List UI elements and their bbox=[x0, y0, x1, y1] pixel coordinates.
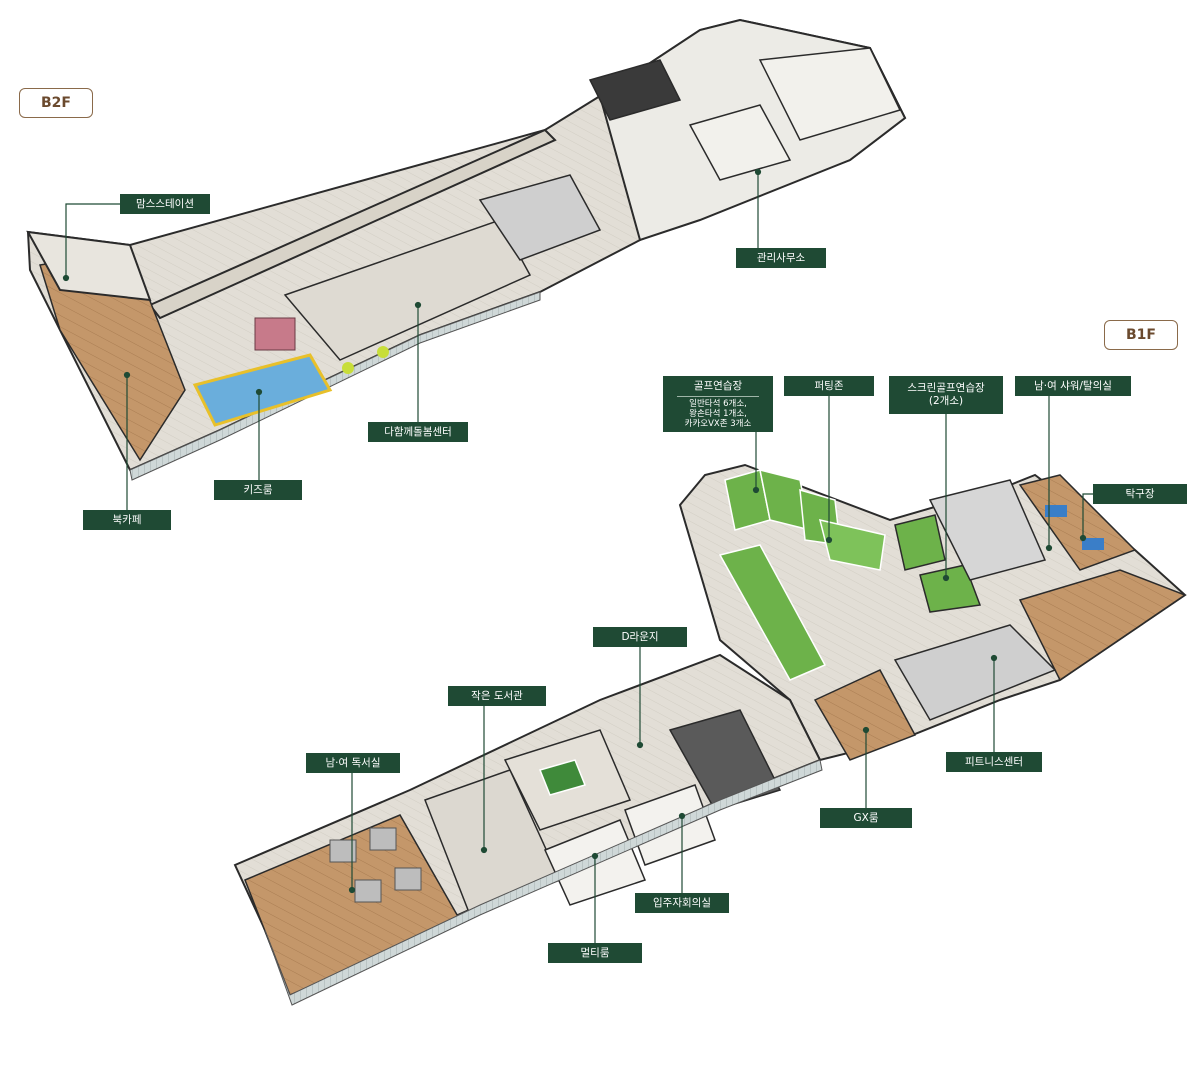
label-shower-room-text: 남·여 샤워/탈의실 bbox=[1034, 379, 1112, 392]
leader-golf-dot bbox=[752, 486, 760, 494]
label-golf-practice: 골프연습장 일반타석 6개소, 왕손타석 1개소, 카카오VX존 3개소 bbox=[663, 376, 773, 432]
label-table-tennis: 탁구장 bbox=[1093, 484, 1187, 504]
leader-reading-room-dot bbox=[348, 886, 356, 894]
b1f-reading-booth bbox=[369, 827, 397, 851]
b2f-green-stool bbox=[342, 362, 354, 374]
b1f-screen-golf-room bbox=[919, 564, 982, 613]
b1f-restroom-block bbox=[668, 709, 782, 811]
leader-library-dot bbox=[480, 846, 488, 854]
leader-shower-dot bbox=[1045, 544, 1053, 552]
leader-mom-station-dot bbox=[62, 274, 70, 282]
b1f-pingpong-table bbox=[1082, 538, 1104, 550]
label-fitness-center: 피트니스센터 bbox=[946, 752, 1042, 772]
label-reading-room: 남·여 독서실 bbox=[306, 753, 400, 773]
label-book-cafe-text: 북카페 bbox=[112, 513, 142, 526]
b2f-kids-playhouse bbox=[254, 317, 296, 351]
b1f-plan bbox=[233, 463, 1187, 1006]
label-mom-station-text: 맘스스테이션 bbox=[136, 197, 194, 210]
leader-table-tennis-dot bbox=[1079, 534, 1087, 542]
b2f-green-stool bbox=[377, 346, 389, 358]
b1f-d-lounge-green-carpet bbox=[538, 759, 587, 796]
label-screen-golf-text: 스크린골프연습장 (2개소) bbox=[907, 382, 985, 407]
label-multi-room-text: 멀티룸 bbox=[580, 946, 610, 959]
b1f-reading-booth bbox=[394, 867, 422, 891]
b1f-screen-golf-room bbox=[894, 514, 946, 571]
label-kids-room: 키즈룸 bbox=[214, 480, 302, 500]
b2f-restroom-block bbox=[478, 174, 602, 261]
leader-meeting-room-dot bbox=[678, 812, 686, 820]
leader-gx-room-dot bbox=[862, 726, 870, 734]
b2f-office-desk-room bbox=[688, 104, 792, 181]
b1f-fitness-gym bbox=[893, 624, 1057, 721]
label-care-center-text: 다함께돌봄센터 bbox=[384, 425, 452, 438]
label-mom-station: 맘스스테이션 bbox=[120, 194, 210, 214]
leader-book-cafe-dot bbox=[123, 371, 131, 379]
label-small-library-text: 작은 도서관 bbox=[471, 689, 523, 702]
label-management-office-text: 관리사무소 bbox=[756, 251, 806, 264]
label-gx-room-text: GX룸 bbox=[853, 811, 879, 824]
b2f-mom-station-room bbox=[26, 230, 152, 302]
b1f-reading-booth bbox=[329, 839, 357, 863]
leader-putting-dot bbox=[825, 536, 833, 544]
floor-badge-b1f: B1F bbox=[1104, 320, 1178, 350]
label-golf-practice-text: 골프연습장 bbox=[693, 379, 743, 392]
label-residents-meeting: 입주자회의실 bbox=[635, 893, 729, 913]
label-d-lounge: D라운지 bbox=[593, 627, 687, 647]
label-reading-room-text: 남·여 독서실 bbox=[325, 756, 381, 769]
leader-fitness-dot bbox=[990, 654, 998, 662]
label-care-center: 다함께돌봄센터 bbox=[368, 422, 468, 442]
label-putting-zone: 퍼팅존 bbox=[784, 376, 874, 396]
b1f-putting-green bbox=[818, 518, 886, 571]
label-golf-practice-detail: 일반타석 6개소, 왕손타석 1개소, 카카오VX존 3개소 bbox=[684, 398, 752, 429]
label-gx-room: GX룸 bbox=[820, 808, 912, 828]
b2f-care-center-floor bbox=[283, 219, 532, 361]
b1f-front-glass bbox=[264, 759, 823, 1006]
leader-d-lounge-dot bbox=[636, 741, 644, 749]
leader-lines bbox=[62, 168, 1093, 943]
b1f-golf-turf-strip bbox=[718, 544, 827, 681]
label-table-tennis-text: 탁구장 bbox=[1125, 487, 1155, 500]
floor-badge-b2f: B2F bbox=[19, 88, 93, 118]
leader-table-tennis bbox=[1082, 493, 1093, 538]
leader-care-center-dot bbox=[414, 301, 422, 309]
b1f-pingpong-table bbox=[1045, 505, 1067, 517]
label-management-office: 관리사무소 bbox=[736, 248, 826, 268]
leader-multi-room-dot bbox=[591, 852, 599, 860]
label-book-cafe: 북카페 bbox=[83, 510, 171, 530]
b2f-kids-room-floor bbox=[192, 353, 333, 427]
b1f-fitness-floor bbox=[1018, 569, 1187, 682]
label-fitness-center-text: 피트니스센터 bbox=[965, 755, 1023, 768]
label-screen-golf: 스크린골프연습장 (2개소) bbox=[889, 376, 1003, 414]
b2f-office-dark-room bbox=[588, 59, 682, 121]
label-golf-divider bbox=[677, 395, 759, 397]
leader-mom-station bbox=[65, 203, 120, 278]
b1f-shower-block bbox=[928, 479, 1047, 581]
label-kids-room-text: 키즈룸 bbox=[243, 483, 273, 496]
b1f-reading-booth bbox=[354, 879, 382, 903]
b2f-back-wall bbox=[148, 128, 557, 320]
b2f-office-open-room bbox=[758, 47, 902, 141]
b1f-gx-room-floor bbox=[813, 669, 917, 761]
leader-screen-golf-dot bbox=[942, 574, 950, 582]
label-putting-zone-text: 퍼팅존 bbox=[814, 379, 844, 392]
label-multi-room: 멀티룸 bbox=[548, 943, 642, 963]
leader-kids-room-dot bbox=[255, 388, 263, 396]
label-d-lounge-text: D라운지 bbox=[621, 630, 659, 643]
label-shower-room: 남·여 샤워/탈의실 bbox=[1015, 376, 1131, 396]
leader-management-office-dot bbox=[754, 168, 762, 176]
label-residents-meeting-text: 입주자회의실 bbox=[653, 896, 711, 909]
b2f-plan bbox=[26, 18, 907, 481]
label-small-library: 작은 도서관 bbox=[448, 686, 546, 706]
